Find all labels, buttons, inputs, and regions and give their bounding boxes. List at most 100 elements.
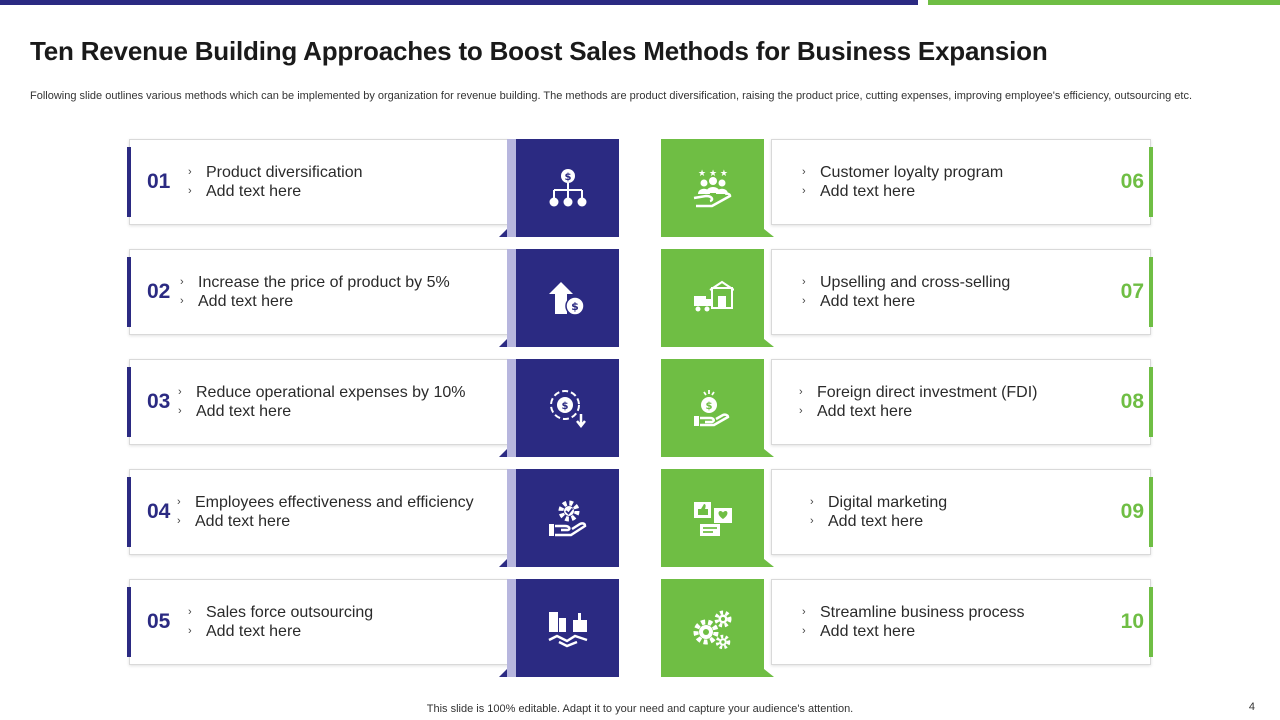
item-number: 04 [147,500,171,523]
item-card-09: › Digital marketing › Add text here 09 [771,469,1153,555]
icon-box-06: ★ ★ ★ [661,139,774,237]
dollar-hierarchy-icon: $ [549,169,587,207]
item-text: › Digital marketing › Add text here [810,493,947,531]
item-title: Digital marketing [828,494,948,511]
chevron-right-icon: › [178,405,182,417]
item-number: 06 [1120,170,1144,193]
item-title: Streamline business process [820,604,1025,621]
item-text: › Upselling and cross-selling › Add text h… [802,273,1010,311]
svg-text:$: $ [571,300,579,313]
item-desc: Add text here [198,293,294,310]
chevron-right-icon: › [177,496,181,508]
chevron-right-icon: › [180,295,184,307]
icon-box-10 [661,579,774,677]
loyalty-stars-hand-icon: ★ ★ ★ [693,169,732,208]
chevron-right-icon: › [177,515,181,527]
chevron-right-icon: › [178,386,182,398]
chevron-right-icon: › [799,386,803,398]
chevron-right-icon: › [802,185,806,197]
item-title: Customer loyalty program [820,164,1004,181]
item-desc: Add text here [196,403,292,420]
chevron-right-icon: › [802,606,806,618]
chevron-right-icon: › [802,625,806,637]
chevron-right-icon: › [810,515,814,527]
chevron-right-icon: › [188,166,192,178]
item-number: 09 [1120,500,1144,523]
item-title: Reduce operational expenses by 10% [196,384,466,401]
chevron-right-icon: › [188,185,192,197]
social-like-icon [694,502,732,536]
chevron-right-icon: › [180,276,184,288]
icon-box-05 [499,579,619,677]
item-text: › Product diversification › Add text here [188,163,363,201]
item-card-04: 04 › Employees effectiveness and efficien… [127,469,509,555]
price-increase-icon: $ [549,282,585,316]
item-desc: Add text here [206,623,302,640]
icon-box-08: $ [661,359,774,457]
item-number: 07 [1120,280,1144,303]
gears-icon [693,610,732,650]
item-card-06: › Customer loyalty program › Add text here… [771,139,1153,225]
icon-box-02: $ [499,249,619,347]
top-accent-bar-green [928,0,1280,5]
icon-box-07 [661,249,774,347]
item-desc: Add text here [206,183,302,200]
item-title: Upselling and cross-selling [820,274,1011,291]
chevron-right-icon: › [799,405,803,417]
icon-box-03: $ [499,359,619,457]
item-number: 01 [147,170,171,193]
item-title: Sales force outsourcing [206,604,374,621]
item-title: Increase the price of product by 5% [198,274,450,291]
item-card-02: 02 › Increase the price of product by 5% … [127,249,509,335]
svg-text:$: $ [706,401,713,412]
icon-box-09 [661,469,774,567]
item-desc: Add text here [817,403,913,420]
item-text: › Increase the price of product by 5% › Ad… [180,273,450,311]
chevron-right-icon: › [802,295,806,307]
page-number: 4 [1248,701,1255,713]
cost-reduction-icon: $ [550,390,586,429]
handshake-buildings-icon [548,612,588,648]
item-desc: Add text here [828,513,924,530]
item-card-01: 01 › Product diversification › Add text he… [127,139,509,225]
chevron-right-icon: › [802,166,806,178]
item-title: Product diversification [206,164,363,181]
item-card-10: › Streamline business process › Add text h… [771,579,1153,665]
item-number: 02 [147,280,171,303]
item-desc: Add text here [820,623,916,640]
item-title: Foreign direct investment (FDI) [817,384,1038,401]
footer-note: This slide is 100% editable. Adapt it to… [426,703,854,715]
top-accent-bar-blue [0,0,918,5]
slide-title: Ten Revenue Building Approaches to Boost… [30,36,1048,66]
svg-text:★ ★ ★: ★ ★ ★ [698,169,728,179]
coin-hand-icon: $ [694,390,730,427]
store-truck-icon [694,280,734,312]
chevron-right-icon: › [188,606,192,618]
chevron-right-icon: › [810,496,814,508]
item-number: 03 [147,390,171,413]
icon-box-01: $ [499,139,619,237]
chevron-right-icon: › [188,625,192,637]
item-number: 08 [1120,390,1144,413]
item-card-03: 03 › Reduce operational expenses by 10% ›… [127,359,509,445]
item-desc: Add text here [820,293,916,310]
item-text: › Customer loyalty program › Add text here [802,163,1003,201]
item-text: › Foreign direct investment (FDI) › Add te… [799,383,1038,421]
item-card-07: › Upselling and cross-selling › Add text h… [771,249,1153,335]
item-text: ›Employees effectiveness and efficiency … [177,493,474,531]
svg-text:$: $ [562,401,569,412]
item-card-05: 05 › Sales force outsourcing › Add text he… [127,579,509,665]
item-desc: Add text here [195,513,291,530]
item-title: Employees effectiveness and efficiency [195,494,474,511]
item-number: 10 [1120,610,1144,633]
item-text: › Reduce operational expenses by 10% › Add… [178,383,466,421]
chevron-right-icon: › [802,276,806,288]
item-card-08: › Foreign direct investment (FDI) › Add te… [771,359,1153,445]
slide-subtitle: Following slide outlines various methods… [30,90,1193,102]
icon-box-04 [499,469,619,567]
item-desc: Add text here [820,183,916,200]
gear-hand-icon [549,500,587,537]
item-number: 05 [147,610,171,633]
svg-text:$: $ [565,172,572,183]
item-text: › Streamline business process › Add text h… [802,603,1025,641]
